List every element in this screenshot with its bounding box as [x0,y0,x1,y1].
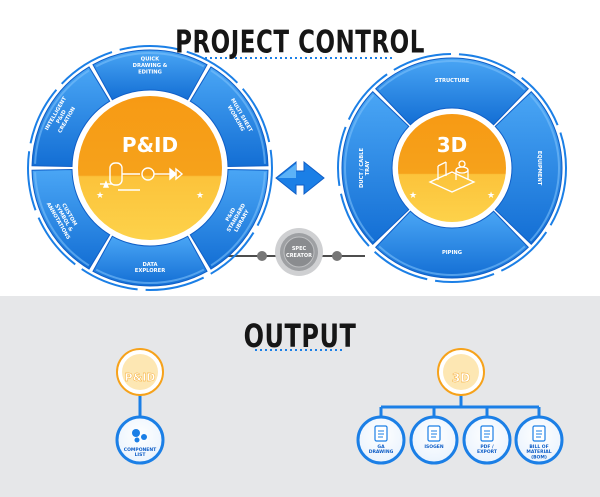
pid-segment[interactable]: INTELLIGENTP&IDCREATION [31,66,111,168]
threed-segment[interactable]: DUCT / CABLETRAY [341,91,410,245]
pid-schematic-icon [100,162,184,191]
threed-segment-label: STRUCTURE [435,78,470,84]
threed-center-label: 3D [437,133,468,157]
output-threed-node[interactable]: 3D [437,348,485,396]
bidirectional-arrow-icon [275,160,325,196]
threed-hub [398,114,506,222]
bottom-section-bg [0,296,600,497]
pid-segment[interactable]: MULTI SHEETWORKING [189,66,269,168]
threed-segment-label: PIPING [442,250,462,256]
spec-creator-badge[interactable]: SPEC CREATOR [275,228,323,276]
threed-segment[interactable]: STRUCTURE [375,57,529,126]
output-pid-label: P&ID [125,371,156,384]
threed-segment[interactable]: PIPING [375,210,529,279]
output-heading: OUTPUT [243,317,357,355]
output-pid-node[interactable]: P&ID [116,348,164,396]
threed-wheel: STRUCTURE EQUIPMENT PIPING DUCT / CABLETRAY… [337,53,567,283]
spec-label-1: SPEC [292,246,307,252]
output-threed-child[interactable]: PDF /EXPORT [462,407,512,465]
star-right-3d: ★ [487,191,495,201]
threed-segment[interactable]: EQUIPMENT [494,91,563,245]
pid-segment[interactable]: P&IDSTANDARDLIBRARY [189,168,269,270]
connector-dot-left [257,251,267,261]
threed-segment-label: DUCT / CABLETRAY [359,148,371,188]
output-threed-child-label: PDF /EXPORT [477,444,498,455]
connector-dot-right [332,251,342,261]
threed-segment-label: EQUIPMENT [536,151,542,186]
component-list-icon [132,429,147,443]
spec-label-2: CREATOR [286,253,312,259]
pid-segment-label: P&IDSTANDARDLIBRARY [220,199,253,237]
pid-outer-ring [27,45,273,291]
star-left-3d: ★ [409,191,417,201]
output-threed-label: 3D [452,371,470,385]
star-right: ★ [196,191,204,201]
output-threed-child[interactable]: ISOGEN [409,407,459,465]
pid-segment-label: INTELLIGENTP&IDCREATION [44,96,79,138]
plant-3d-icon [428,160,476,193]
output-threed-child-label: ISOGEN [424,444,444,450]
project-control-heading: PROJECT CONTROL [175,25,425,61]
pid-segment[interactable]: CUSTOMSYMBOL &ANNOTATIONS [31,168,111,270]
threed-outer-ring [337,53,567,283]
pid-center-label: P&ID [122,133,178,157]
star-left: ★ [96,191,104,201]
